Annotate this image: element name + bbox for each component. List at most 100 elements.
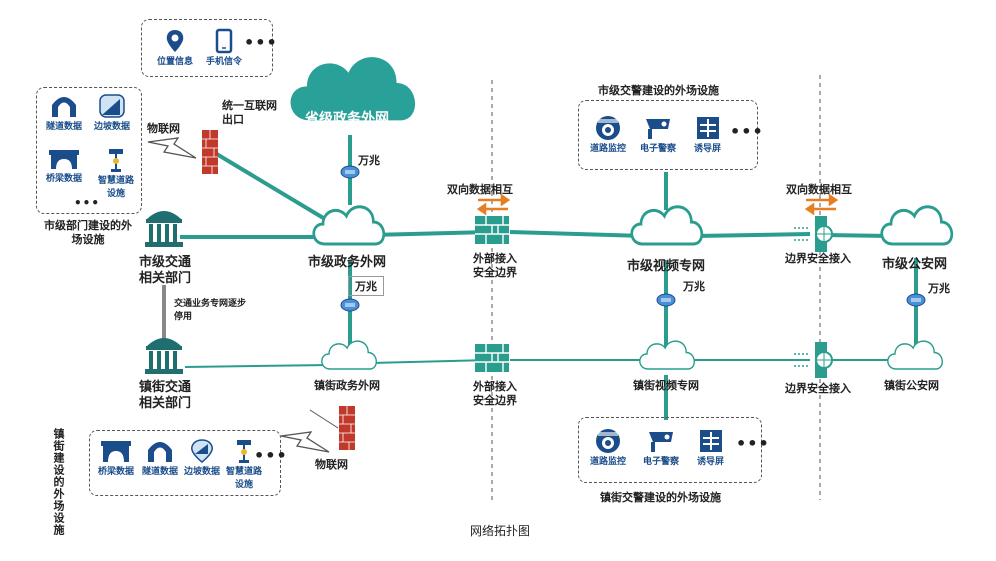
cloud-town-gov	[321, 340, 378, 370]
city-slope-label: 边坡数据	[94, 122, 131, 132]
town-police-facilities-box	[578, 417, 762, 483]
traffic-camera-icon	[649, 432, 673, 452]
slope-icon	[191, 439, 213, 463]
link-boundary-to-city-video	[509, 230, 646, 238]
lightning-icon-top	[147, 137, 197, 159]
town-e-police-label: 电子警察	[643, 457, 680, 467]
bidirectional-data-label-2: 双向数据相互	[786, 183, 852, 196]
town-road-monitor: 道路监控	[590, 428, 626, 467]
city-police-net-label: 市级公安网	[882, 257, 948, 272]
boundary-wall-icon-top	[474, 215, 510, 245]
city-dept-facilities-box	[36, 87, 142, 214]
city-traffic-dept-label: 市级交通相关部门	[139, 255, 192, 286]
more-icon-city-left: •••	[74, 196, 101, 210]
town-bridge-label: 桥梁数据	[98, 467, 135, 477]
cloud-town-video	[639, 340, 696, 370]
edge-access-bottom-label: 边界安全接入	[785, 382, 851, 395]
link-city-gov-to-boundary	[369, 230, 491, 237]
city-dept-facilities-label: 市级部门建设的外场设施	[44, 219, 132, 246]
firewall-icon-top	[201, 129, 219, 175]
town-e-police: 电子警察	[643, 428, 679, 467]
bandwidth-gov-label: 万兆	[348, 276, 384, 296]
city-bridge-data: 桥梁数据	[46, 147, 82, 184]
internet-exit-label: 统一互联网出口	[222, 99, 277, 126]
cloud-city-video	[630, 205, 704, 246]
town-traffic-dept-label: 镇街交通相关部门	[139, 380, 192, 411]
link-town-dept-to-town-gov	[184, 364, 331, 368]
router-icon-police	[906, 293, 926, 307]
tunnel-icon	[148, 442, 172, 462]
town-bridge-data: 桥梁数据	[98, 438, 134, 477]
link-iot-town	[309, 409, 339, 429]
link-town-gov-to-boundary	[369, 359, 491, 364]
router-icon-prov	[340, 165, 360, 179]
smart-road-icon	[109, 149, 123, 172]
city-slope-data: 边坡数据	[94, 93, 130, 132]
mobile-phone-icon	[215, 28, 233, 54]
town-slope-data: 边坡数据	[184, 438, 220, 477]
bandwidth-video-label: 万兆	[683, 280, 705, 293]
town-smart-road-label: 智慧道路设施	[225, 467, 262, 490]
iot-bottom-label: 物联网	[315, 458, 348, 471]
city-e-police-label: 电子警察	[640, 144, 677, 154]
smart-road-icon	[237, 440, 251, 463]
lightning-icon-bottom	[280, 431, 330, 453]
firewall-icon-bottom	[338, 405, 356, 451]
cloud-town-police	[887, 340, 944, 370]
city-guide-screen-label: 诱导屏	[694, 144, 722, 154]
guide-screen-icon	[699, 430, 722, 452]
city-road-monitor: 道路监控	[590, 115, 626, 154]
bidirectional-data-label-1: 双向数据相互	[447, 183, 513, 196]
town-video-net-label: 镇街视频专网	[633, 379, 699, 392]
building-icon-city-dept	[145, 211, 183, 247]
guide-screen-icon	[696, 117, 719, 139]
city-gov-net-label: 市级政务外网	[308, 255, 387, 270]
boundary-top-label: 外部接入安全边界	[473, 252, 517, 279]
more-icon-town-police: •••	[736, 434, 770, 453]
link-city-video-to-edge	[694, 232, 811, 238]
phone-signal-label: 手机信令	[206, 57, 243, 67]
town-tunnel-data: 隧道数据	[142, 438, 178, 477]
town-police-facilities-label: 镇街交警建设的外场设施	[600, 491, 721, 504]
town-guide-screen: 诱导屏	[697, 428, 724, 467]
surveillance-camera-icon	[596, 116, 620, 140]
city-road-monitor-label: 道路监控	[590, 144, 627, 154]
link-internet-exit	[208, 148, 337, 227]
figure-caption: 网络拓扑图	[470, 524, 531, 538]
town-facilities-box	[89, 430, 281, 496]
location-info: 位置信息	[157, 28, 193, 67]
city-e-police: 电子警察	[640, 115, 676, 154]
building-icon-town-dept	[145, 338, 183, 374]
link-edge-to-city-police	[824, 233, 891, 238]
boundary-bottom-label: 外部接入安全边界	[473, 380, 517, 407]
city-tunnel-data: 隧道数据	[46, 93, 82, 132]
edge-access-top-label: 边界安全接入	[785, 252, 851, 265]
town-slope-label: 边坡数据	[184, 467, 221, 477]
town-facilities-label: 镇街建设的外场设施	[52, 428, 65, 536]
city-video-net-label: 市级视频专网	[627, 259, 706, 274]
city-bridge-label: 桥梁数据	[46, 174, 83, 184]
provincial-gov-net-label: 省级政务外网	[305, 111, 389, 127]
location-info-label: 位置信息	[157, 57, 194, 67]
town-gov-net-label: 镇街政务外网	[314, 379, 380, 392]
edge-gate-icon-bottom	[793, 341, 833, 379]
location-pin-icon	[166, 30, 184, 52]
edge-gate-icon-top	[793, 215, 833, 253]
city-police-facilities-label: 市级交警建设的外场设施	[598, 84, 719, 97]
city-smart-road: 智慧道路设施	[94, 147, 138, 199]
city-tunnel-label: 隧道数据	[46, 122, 83, 132]
bidirectional-arrows-icon-2	[804, 193, 839, 216]
city-police-facilities-box	[578, 100, 758, 170]
more-icon-top: •••	[244, 33, 278, 52]
cloud-city-gov	[312, 205, 386, 246]
town-smart-road: 智慧道路设施	[222, 438, 266, 490]
router-icon-gov	[340, 298, 360, 312]
more-icon-city-police: •••	[730, 122, 764, 141]
town-road-monitor-label: 道路监控	[590, 457, 627, 467]
city-guide-screen: 诱导屏	[694, 115, 721, 154]
slope-icon	[99, 94, 125, 118]
router-icon-video	[656, 293, 676, 307]
bidirectional-arrows-icon-1	[476, 193, 511, 216]
bandwidth-prov-label: 万兆	[358, 154, 380, 167]
